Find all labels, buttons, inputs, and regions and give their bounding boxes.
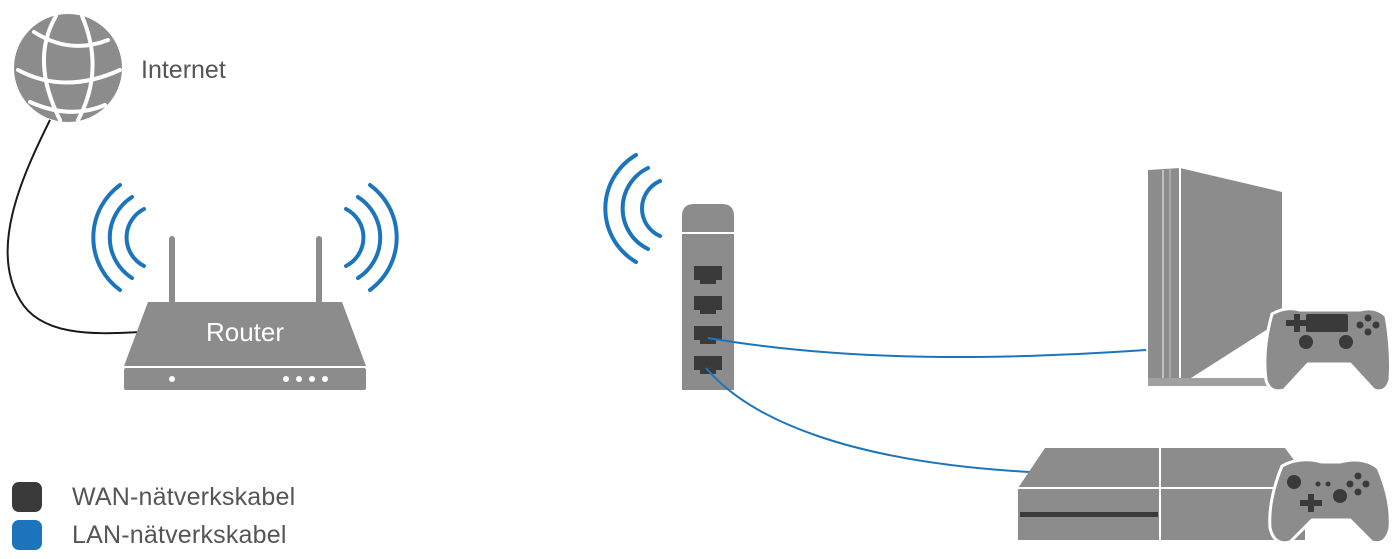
wifi-waves-icon — [91, 183, 399, 292]
wan-swatch — [12, 482, 42, 512]
gamepad-icon — [1268, 458, 1392, 545]
globe-icon — [14, 14, 122, 122]
router-icon — [124, 236, 366, 390]
lan-cable-playstation — [707, 337, 1147, 359]
lan-cable-xbox — [705, 367, 1031, 473]
playstation-console-icon — [1148, 168, 1282, 386]
legend: WAN-nätverkskabel LAN-nätverkskabel — [12, 478, 295, 554]
lan-swatch — [12, 520, 42, 550]
legend-item-lan: LAN-nätverkskabel — [12, 516, 295, 554]
gamepad-icon — [1263, 307, 1392, 393]
internet-label: Internet — [141, 56, 226, 84]
wan-cable — [6, 119, 141, 335]
legend-label-wan: WAN-nätverkskabel — [72, 482, 296, 511]
xbox-console-icon — [1018, 448, 1305, 540]
legend-item-wan: WAN-nätverkskabel — [12, 478, 295, 516]
wifi-extender-icon — [682, 204, 734, 390]
router-label: Router — [206, 317, 284, 347]
legend-label-lan: LAN-nätverkskabel — [72, 520, 287, 549]
wifi-waves-icon — [603, 153, 662, 264]
